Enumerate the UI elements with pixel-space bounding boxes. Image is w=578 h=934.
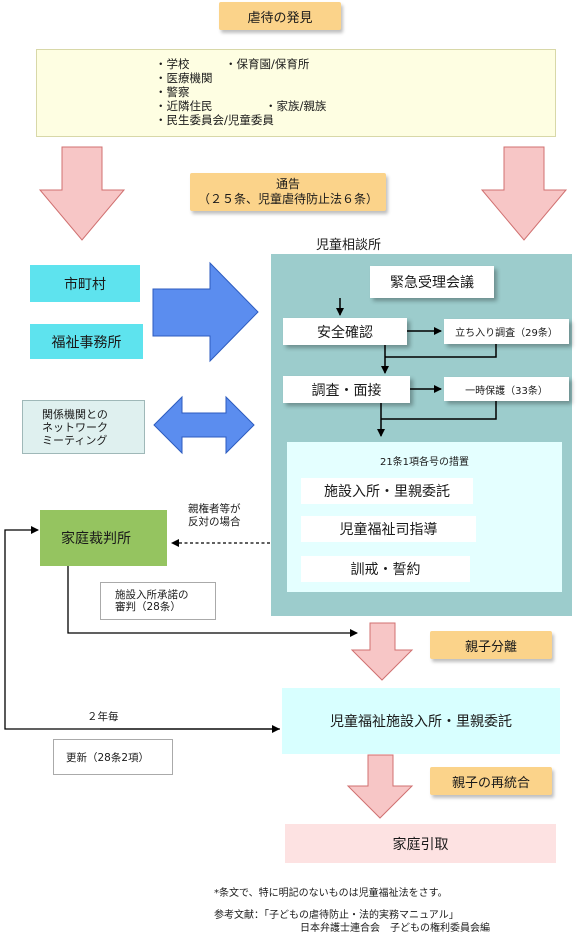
measure-admonition: 訓戒・誓約 bbox=[301, 556, 470, 582]
discovery-source: ・民生委員会/児童委員 bbox=[155, 113, 274, 127]
renewal-box: 更新（28条2項） bbox=[53, 739, 173, 775]
discovery-source: ・警察 bbox=[155, 85, 190, 99]
discovery-source: ・医療機関 bbox=[155, 71, 213, 85]
big-down-arrow-left bbox=[38, 146, 126, 241]
objection-note: 親権者等が 反対の場合 bbox=[188, 503, 241, 528]
return-home-box: 家庭引取 bbox=[285, 824, 556, 863]
notification-articles: （２５条、児童虐待防止法６条） bbox=[197, 192, 378, 206]
every-two-years-label: ２年毎 bbox=[87, 711, 119, 723]
family-court-box: 家庭裁判所 bbox=[40, 510, 167, 566]
municipality-box: 市町村 bbox=[30, 265, 140, 302]
measure-placement: 施設入所・里親委託 bbox=[301, 478, 473, 504]
approval-judgment-box: 施設入所承諾の 審判（28条） bbox=[100, 582, 216, 620]
pink-down-arrow-1 bbox=[350, 622, 414, 681]
placement-box: 児童福祉施設入所・里親委託 bbox=[282, 688, 560, 754]
pink-down-arrow-2 bbox=[346, 754, 414, 819]
discovery-source: ・保育園/保育所 bbox=[225, 57, 310, 71]
investigation-interview-box: 調査・面接 bbox=[283, 376, 410, 403]
discovery-source: ・学校 bbox=[155, 57, 190, 71]
measure-welfare-guidance: 児童福祉司指導 bbox=[301, 516, 476, 542]
onsite-investigation-box: 立ち入り調査（29条） bbox=[444, 319, 569, 344]
legal-note: *条文で、特に明記のないものは児童福祉法をさす。 bbox=[214, 888, 448, 899]
welfare-office-box: 福祉事務所 bbox=[30, 324, 143, 359]
reference-line-1: 参考文献：「子どもの虐待防止・法的実務マニュアル」 bbox=[214, 910, 459, 921]
discovery-source: ・家族/親族 bbox=[265, 99, 327, 113]
blue-double-arrow bbox=[153, 395, 255, 455]
reunification-label: 親子の再統合 bbox=[430, 767, 552, 795]
reference-line-2: 日本弁護士連合会 子どもの権利委員会編 bbox=[300, 923, 490, 934]
discovery-title: 虐待の発見 bbox=[219, 2, 341, 30]
separation-label: 親子分離 bbox=[430, 631, 552, 659]
discovery-source: ・近隣住民 bbox=[155, 99, 213, 113]
network-meeting-box: 関係機関との ネットワーク ミーティング bbox=[22, 400, 145, 454]
safety-check-box: 安全確認 bbox=[283, 318, 407, 345]
measures-title: 21条1項各号の措置 bbox=[379, 457, 470, 468]
blue-right-arrow bbox=[152, 261, 259, 363]
child-guidance-center-title: 児童相談所 bbox=[316, 238, 382, 253]
temporary-protection-box: 一時保護（33条） bbox=[444, 377, 569, 401]
emergency-meeting-box: 緊急受理会議 bbox=[370, 266, 494, 298]
big-down-arrow-right bbox=[480, 146, 568, 241]
notification-label: 通告 bbox=[275, 177, 300, 191]
notification-box: 通告 （２５条、児童虐待防止法６条） bbox=[190, 173, 386, 211]
discovery-sources: ・学校 ・保育園/保育所・医療機関・警察・近隣住民 ・家族/親族・民生委員会/児童委… bbox=[36, 49, 556, 137]
